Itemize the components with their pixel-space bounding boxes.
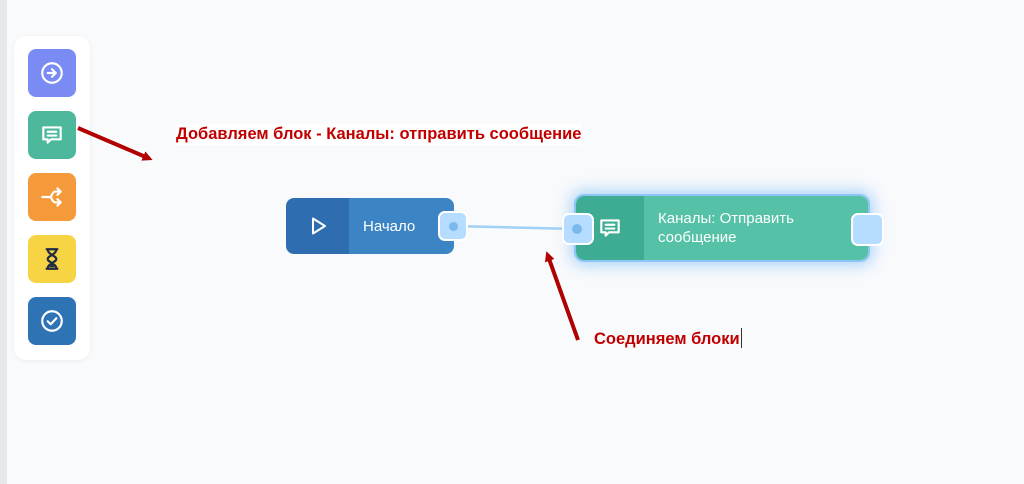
node-start-icon-area [286, 198, 349, 254]
annotation-connect-blocks: Соединяем блоки [594, 328, 742, 349]
annotation-connect-blocks-text: Соединяем блоки [594, 330, 740, 348]
node-send-message-label-line2: сообщение [658, 229, 737, 246]
node-start-output-port[interactable] [438, 211, 468, 241]
palette-tool-start[interactable] [28, 49, 76, 97]
message-icon [600, 219, 620, 237]
node-start-label: Начало [349, 198, 454, 254]
node-send-message[interactable]: Каналы: Отправить сообщение [574, 194, 870, 262]
arrow-right-circle-icon [41, 62, 63, 84]
check-circle-icon [41, 310, 63, 332]
port-dot [449, 222, 458, 231]
branch-icon [41, 187, 62, 207]
block-palette [14, 36, 90, 360]
palette-tool-send-message[interactable] [28, 111, 76, 159]
play-icon [311, 217, 326, 235]
panel-divider [0, 0, 7, 484]
palette-tool-wait[interactable] [28, 235, 76, 283]
node-send-message-input-port[interactable] [562, 213, 594, 245]
node-start[interactable]: Начало [286, 198, 454, 254]
palette-tool-branch[interactable] [28, 173, 76, 221]
text-caret [740, 328, 742, 348]
port-dot [572, 224, 582, 234]
connector-line [453, 224, 578, 231]
message-icon [42, 126, 62, 144]
annotation-add-block: Добавляем блок - Каналы: отправить сообщ… [176, 124, 582, 145]
annotation-arrow-connect [544, 251, 580, 341]
node-send-message-label-line1: Каналы: Отправить [658, 210, 794, 227]
palette-tool-finish[interactable] [28, 297, 76, 345]
hourglass-icon [45, 248, 59, 270]
node-send-message-output-port[interactable] [851, 213, 884, 246]
node-send-message-label: Каналы: Отправить сообщение [644, 196, 868, 260]
